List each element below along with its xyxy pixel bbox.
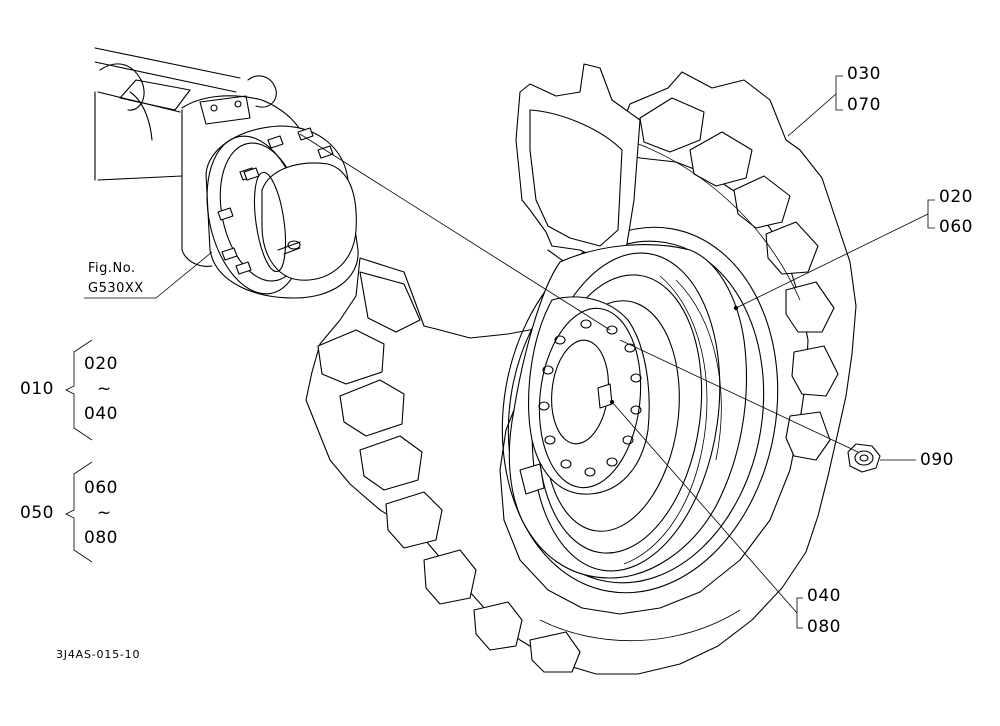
legend-group1-parent: 010 xyxy=(20,379,54,399)
legend-group1-from: 020 xyxy=(84,354,118,374)
figure-ref-label: Fig.No. xyxy=(88,261,136,276)
legend-group2-parent: 050 xyxy=(20,503,54,523)
wheel-nut xyxy=(847,443,881,473)
callout-070: 070 xyxy=(847,95,881,115)
hub-studs xyxy=(217,127,334,275)
axle-housing xyxy=(94,47,306,267)
legend-group1-to: 040 xyxy=(84,404,118,424)
callout-030: 030 xyxy=(847,64,881,84)
legend-group1-tilde: ~ xyxy=(97,379,112,399)
leader-lines xyxy=(84,75,935,629)
figure-ref-number: G530XX xyxy=(88,281,144,296)
drawing-code: 3J4AS-015-10 xyxy=(56,648,141,661)
legend-brackets xyxy=(65,339,93,563)
legend-group2-from: 060 xyxy=(84,478,118,498)
legend-group2-tilde: ~ xyxy=(97,503,112,523)
callout-090: 090 xyxy=(920,450,954,470)
callout-040: 040 xyxy=(807,586,841,606)
callout-080: 080 xyxy=(807,617,841,637)
callout-060: 060 xyxy=(939,217,973,237)
tractor-tire xyxy=(305,71,857,675)
wheel-rim xyxy=(508,244,748,579)
callout-020: 020 xyxy=(939,187,973,207)
rim-bolt-holes xyxy=(538,319,642,477)
legend-group2-to: 080 xyxy=(84,528,118,548)
wheel-hub-flange xyxy=(205,125,359,299)
